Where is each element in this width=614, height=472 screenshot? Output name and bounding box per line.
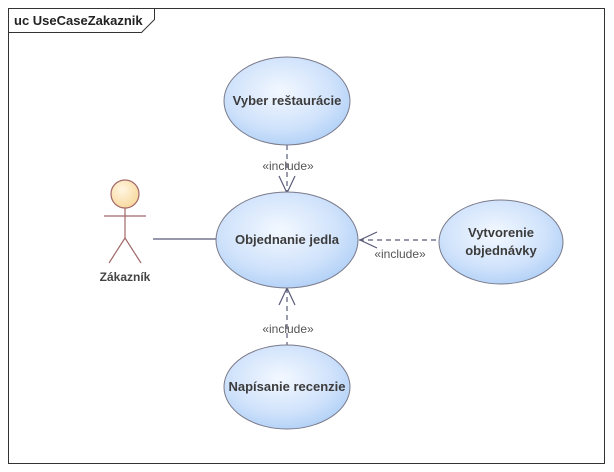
- include-label-right: «include»: [374, 247, 426, 261]
- usecase-objednanie-jedla[interactable]: Objednanie jedla: [215, 191, 359, 289]
- actor-zakaznik[interactable]: Zákazník: [100, 179, 151, 284]
- include-label-bottom: «include»: [262, 322, 314, 336]
- actor-leg-right: [124, 237, 142, 264]
- usecase-napisanie-recenzie[interactable]: Napísanie recenzie: [223, 344, 351, 430]
- usecase-label: Napísanie recenzie: [228, 379, 345, 394]
- frame-title-tab: [8, 8, 155, 33]
- usecase-label-line-2: objednávky: [465, 243, 537, 258]
- include-label-top: «include»: [262, 159, 314, 173]
- usecase-vytvorenie-objednavky[interactable]: Vytvorenie objednávky: [438, 199, 564, 285]
- usecase-label: Vyber reštaurácie: [233, 93, 342, 108]
- include-arrow-right: [358, 231, 378, 249]
- frame-title: uc UseCaseZakaznik: [14, 13, 143, 28]
- usecase-label-line-1: Vytvorenie: [468, 225, 534, 240]
- usecase-vyber-restauracie[interactable]: Vyber reštaurácie: [223, 56, 351, 146]
- usecase-label: Objednanie jedla: [235, 232, 340, 247]
- actor-head: [110, 179, 140, 209]
- actor-leg-left: [108, 237, 126, 264]
- actor-name: Zákazník: [100, 270, 151, 284]
